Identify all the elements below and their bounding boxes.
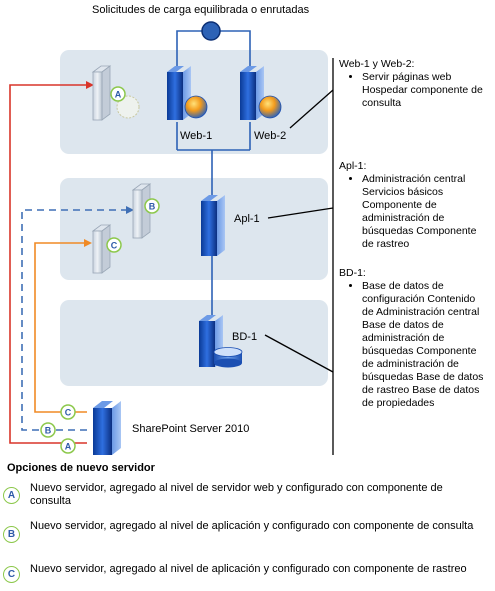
apl1-server-icon: Apl-1: [201, 195, 260, 256]
web2-label: Web-2: [254, 130, 286, 142]
db-tier-description: BD-1: Base de datos de configuración Con…: [339, 267, 489, 410]
option-a-text: Nuevo servidor, agregado al nivel de ser…: [30, 482, 443, 507]
web-tier-description: Web-1 y Web-2: Servir páginas web Hosped…: [339, 58, 489, 110]
option-c-badge: C: [3, 566, 20, 583]
option-a-badge: A: [3, 487, 20, 504]
db-tier-title: BD-1:: [339, 267, 366, 279]
callout-app: [267, 207, 334, 219]
apl1-label: Apl-1: [234, 213, 260, 225]
badge-c-app: C: [111, 241, 118, 251]
options-title: Opciones de nuevo servidor: [7, 462, 155, 474]
badge-a-web: A: [115, 90, 122, 100]
option-c-text: Nuevo servidor, agregado al nivel de apl…: [30, 563, 467, 575]
app-tier-title: Apl-1:: [339, 160, 367, 172]
svg-text:C: C: [65, 408, 72, 418]
web1-server-icon: Web-1: [167, 66, 212, 142]
svg-text:A: A: [65, 442, 72, 452]
load-balanced-requests-label: Solicitudes de carga equilibrada o enrut…: [92, 4, 310, 16]
badge-c-line: C: [60, 404, 76, 420]
web-tier-item: Servir páginas web Hospedar componente d…: [362, 71, 489, 110]
option-a-arrowhead: [86, 81, 94, 89]
web-tier-title: Web-1 y Web-2:: [339, 58, 415, 70]
sharepoint-server-icon: [93, 401, 121, 455]
web1-label: Web-1: [180, 130, 212, 142]
web2-server-icon: Web-2: [240, 66, 286, 142]
db-tier-band: [60, 300, 328, 386]
app-tier-band: [60, 178, 328, 280]
bd1-label: BD-1: [232, 331, 257, 343]
badge-a-line: A: [60, 438, 76, 454]
option-b-badge: B: [3, 526, 20, 543]
db-tier-list: Base de datos de configuración Contenido…: [339, 280, 489, 410]
option-b-arrowhead: [126, 206, 134, 214]
new-web-server-icon: A: [91, 65, 140, 121]
callout-web: [289, 89, 334, 129]
option-a-line: [9, 84, 88, 444]
app-tier-list: Administración central Servicios básicos…: [339, 173, 489, 251]
new-app-server-c-icon: C: [91, 224, 122, 274]
sharepoint-server-label: SharePoint Server 2010: [132, 423, 250, 435]
option-b-line: [21, 209, 128, 431]
app-tier-description: Apl-1: Administración central Servicios …: [339, 160, 489, 251]
callout-db: [264, 334, 334, 373]
db-tier-item: Base de datos de configuración Contenido…: [362, 280, 489, 410]
bd1-server-icon: BD-1: [199, 315, 257, 368]
load-balancer-icon: [201, 21, 221, 41]
option-c-arrowhead: [84, 239, 92, 247]
web-tier-list: Servir páginas web Hospedar componente d…: [339, 71, 489, 110]
svg-text:B: B: [45, 426, 52, 436]
badge-b-line: B: [40, 422, 56, 438]
option-b-text: Nuevo servidor, agregado al nivel de apl…: [30, 520, 474, 532]
new-app-server-b-icon: B: [131, 183, 160, 239]
badge-b-app: B: [149, 202, 156, 212]
app-tier-item: Administración central Servicios básicos…: [362, 173, 489, 251]
